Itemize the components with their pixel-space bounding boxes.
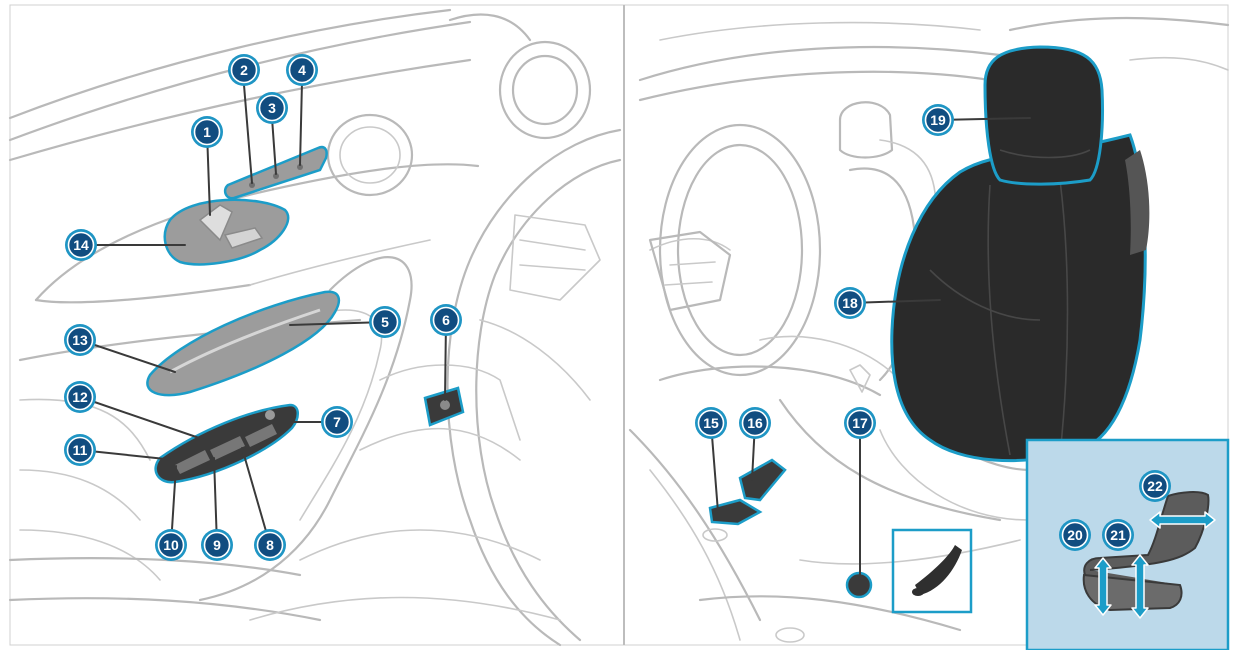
callout-6: 6 xyxy=(430,304,462,336)
callout-label: 14 xyxy=(73,237,89,253)
callout-label: 12 xyxy=(72,389,88,405)
callout-label: 19 xyxy=(930,112,946,128)
passenger-side-switch xyxy=(425,388,463,425)
door-opening-handle xyxy=(147,292,338,395)
detail-lever xyxy=(912,545,962,596)
callout-label: 16 xyxy=(747,415,763,431)
callout-label: 3 xyxy=(268,100,276,116)
callout-label: 4 xyxy=(298,62,306,78)
callout-2: 2 xyxy=(228,54,260,86)
seat-adjustment-switch xyxy=(165,200,288,265)
callout-13: 13 xyxy=(64,324,96,356)
callout-label: 13 xyxy=(72,332,88,348)
callout-label: 9 xyxy=(213,537,221,553)
callout-label: 15 xyxy=(703,415,719,431)
seat-headrest xyxy=(985,47,1103,184)
callout-17: 17 xyxy=(844,407,876,439)
callout-5: 5 xyxy=(369,306,401,338)
callout-18: 18 xyxy=(834,287,866,319)
callout-label: 5 xyxy=(381,314,389,330)
callout-label: 20 xyxy=(1067,527,1083,543)
callout-8: 8 xyxy=(254,529,286,561)
detail-frame xyxy=(893,530,971,612)
callout-19: 19 xyxy=(922,104,954,136)
window-switch-panel xyxy=(156,405,298,482)
callout-7: 7 xyxy=(321,406,353,438)
callout-label: 11 xyxy=(73,442,88,458)
callout-label: 2 xyxy=(240,62,248,78)
callout-20: 20 xyxy=(1059,519,1091,551)
callout-label: 10 xyxy=(163,537,179,553)
callout-22: 22 xyxy=(1139,470,1171,502)
callout-16: 16 xyxy=(739,407,771,439)
floor-switches xyxy=(710,460,871,597)
callout-9: 9 xyxy=(201,529,233,561)
callout-4: 4 xyxy=(286,54,318,86)
callout-21: 21 xyxy=(1102,519,1134,551)
callout-14: 14 xyxy=(65,229,97,261)
callout-11: 11 xyxy=(64,434,96,466)
callout-label: 6 xyxy=(442,312,450,328)
callout-10: 10 xyxy=(155,529,187,561)
callout-12: 12 xyxy=(64,381,96,413)
callout-label: 22 xyxy=(1147,478,1163,494)
callout-label: 7 xyxy=(333,414,341,430)
callout-15: 15 xyxy=(695,407,727,439)
callout-label: 21 xyxy=(1110,527,1126,543)
callout-3: 3 xyxy=(256,92,288,124)
callout-label: 1 xyxy=(203,124,211,140)
callout-label: 17 xyxy=(852,415,868,431)
callout-label: 18 xyxy=(842,295,858,311)
callout-1: 1 xyxy=(191,116,223,148)
callout-label: 8 xyxy=(266,537,274,553)
